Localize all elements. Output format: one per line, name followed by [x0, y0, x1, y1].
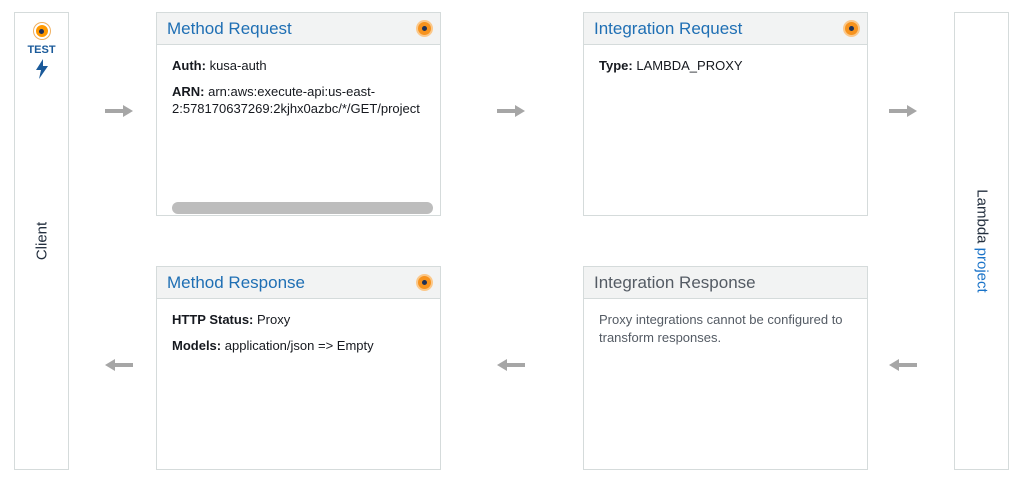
type-value: LAMBDA_PROXY [636, 58, 743, 73]
scrollbar-thumb[interactable] [172, 202, 433, 214]
integration-request-header[interactable]: Integration Request [584, 13, 867, 45]
test-label: TEST [27, 44, 56, 56]
client-column: TEST Client [14, 12, 69, 470]
horizontal-scrollbar[interactable] [157, 199, 440, 215]
http-status-label: HTTP Status: [172, 312, 254, 327]
arn-value-line2: 2:578170637269:2kjhx0azbc/*/GET/project [172, 101, 420, 116]
type-row: Type: LAMBDA_PROXY [599, 57, 852, 74]
status-icon [843, 20, 860, 37]
lambda-function-link[interactable]: project [973, 247, 990, 293]
auth-label: Auth: [172, 58, 206, 73]
http-status-row: HTTP Status: Proxy [172, 311, 425, 328]
test-button[interactable]: TEST [15, 23, 68, 79]
method-response-title[interactable]: Method Response [167, 273, 305, 292]
status-icon [416, 20, 433, 37]
test-status-icon [33, 23, 50, 39]
integration-response-title: Integration Response [594, 273, 756, 292]
integration-response-note: Proxy integrations cannot be configured … [599, 312, 843, 345]
models-value: application/json => Empty [224, 338, 374, 353]
arn-label: ARN: [172, 84, 205, 99]
lightning-bolt-icon [35, 59, 48, 79]
integration-response-panel: Integration Response Proxy integrations … [583, 266, 868, 470]
arrow-left-icon [497, 359, 525, 371]
arrow-left-icon [889, 359, 917, 371]
method-response-panel: Method Response HTTP Status: Proxy Model… [156, 266, 441, 470]
integration-request-panel: Integration Request Type: LAMBDA_PROXY [583, 12, 868, 216]
type-label: Type: [599, 58, 633, 73]
auth-row: Auth: kusa-auth [172, 57, 425, 74]
method-request-header[interactable]: Method Request [157, 13, 440, 45]
client-label: Client [33, 221, 50, 261]
integration-request-title[interactable]: Integration Request [594, 19, 743, 38]
arrow-left-icon [105, 359, 133, 371]
status-icon [416, 274, 433, 291]
integration-response-header: Integration Response [584, 267, 867, 299]
method-request-panel: Method Request Auth: kusa-auth ARN: arn:… [156, 12, 441, 216]
arrow-right-icon [497, 105, 525, 117]
arrow-right-icon [105, 105, 133, 117]
lambda-label: Lambda project [973, 189, 990, 292]
http-status-value: Proxy [257, 312, 291, 327]
method-response-header[interactable]: Method Response [157, 267, 440, 299]
models-label: Models: [172, 338, 222, 353]
arn-value-line1: arn:aws:execute-api:us-east- [208, 84, 376, 99]
arrow-right-icon [889, 105, 917, 117]
method-request-title[interactable]: Method Request [167, 19, 292, 38]
auth-value: kusa-auth [209, 58, 267, 73]
arn-row: ARN: arn:aws:execute-api:us-east- 2:5781… [172, 83, 425, 117]
lambda-prefix: Lambda [973, 189, 990, 248]
lambda-column: Lambda project [954, 12, 1009, 470]
models-row: Models: application/json => Empty [172, 337, 425, 354]
